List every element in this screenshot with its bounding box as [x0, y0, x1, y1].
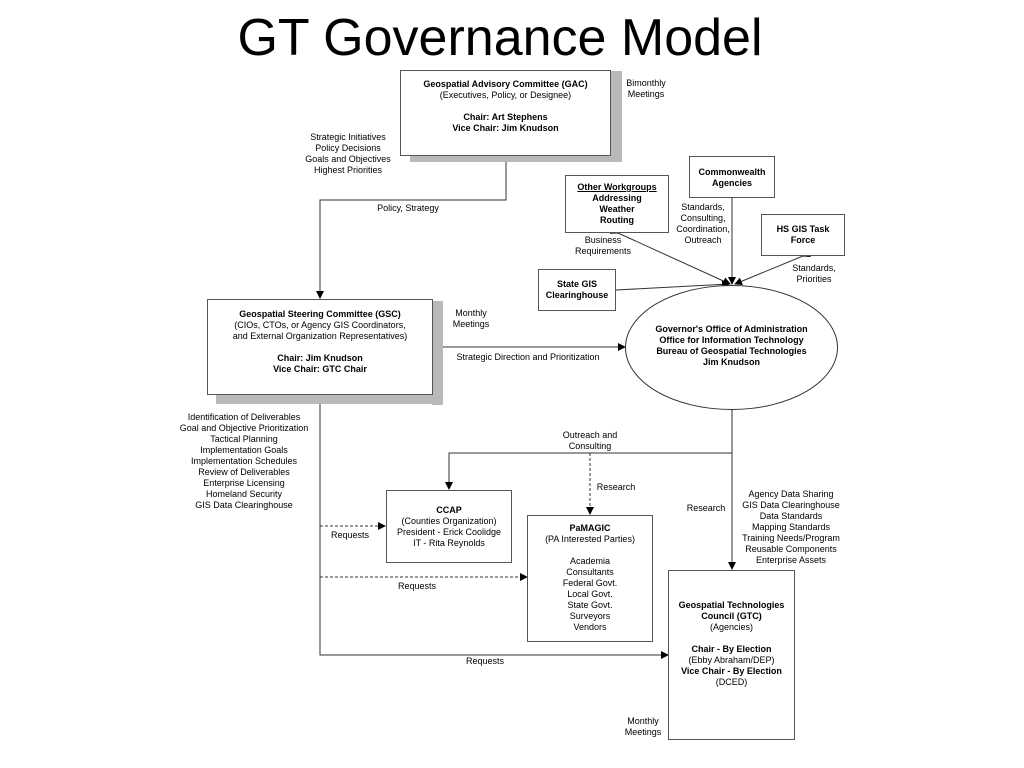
hsgis-note: Standards, Priorities [792, 263, 836, 284]
gsc-chair: Chair: Jim Knudson [277, 353, 363, 363]
commonwealth-agencies-box: Commonwealth Agencies [689, 156, 775, 198]
gsc-meetings: Monthly Meetings [452, 308, 490, 329]
pamagic-name: PaMAGIC [569, 523, 611, 533]
research-label-gtc: Research [686, 503, 726, 513]
strategic-direction-label: Strategic Direction and Prioritization [456, 352, 600, 362]
business-requirements-label: Business Requirements [574, 235, 632, 256]
other-workgroups-box: Other Workgroups Addressing Weather Rout… [565, 175, 669, 233]
ccap-name: CCAP [436, 505, 462, 515]
gtc-chair: Chair - By Election [691, 644, 772, 654]
gsc-name: Geospatial Steering Committee (GSC) [239, 309, 401, 319]
agency-items-list: Agency Data Sharing GIS Data Clearinghou… [742, 489, 840, 565]
governor-office-text: Governor's Office of Administration Offi… [655, 324, 808, 367]
gac-box-shadow [611, 71, 622, 161]
policy-strategy-label: Policy, Strategy [377, 203, 439, 213]
gac-chair: Chair: Art Stephens [463, 112, 548, 122]
hsgis-office-connector [734, 249, 811, 286]
gac-gsc-connector [316, 148, 510, 299]
research-label-pamagic: Research [596, 482, 636, 492]
state-gis-clearinghouse-box: State GIS Clearinghouse [538, 269, 616, 311]
gsc-box: Geospatial Steering Committee (GSC) (CIO… [207, 299, 433, 395]
gtc-vice-chair: Vice Chair - By Election [681, 666, 782, 676]
gac-name: Geospatial Advisory Committee (GAC) [423, 79, 588, 89]
governor-office-ellipse [625, 285, 838, 410]
gac-box: Geospatial Advisory Committee (GAC) (Exe… [400, 70, 611, 156]
gsc-vice-chair: Vice Chair: GTC Chair [273, 364, 367, 374]
gac-meetings: Bimonthly Meetings [626, 78, 666, 99]
outreach-consulting-label: Outreach and Consulting [562, 430, 618, 451]
workgroups-title: Other Workgroups [577, 182, 657, 192]
gsc-box-shadow [432, 301, 443, 405]
pamagic-box: PaMAGIC (PA Interested Parties) Academia… [527, 515, 653, 642]
gtc-name: Geospatial Technologies [678, 600, 785, 610]
gsc-gtc-connector [316, 388, 669, 659]
gac-box-shadow-bottom [410, 155, 622, 162]
gac-gsc-items: Strategic Initiatives Policy Decisions G… [305, 132, 391, 175]
gtc-meetings: Monthly Meetings [624, 716, 662, 737]
stategis-office-connector [608, 280, 730, 295]
gac-vice-chair: Vice Chair: Jim Knudson [452, 123, 559, 133]
requests-label-gtc: Requests [465, 656, 505, 666]
commonwealth-note: Standards, Consulting, Coordination, Out… [676, 202, 730, 245]
gac-members: (Executives, Policy, or Designee) [439, 90, 572, 100]
hs-gis-task-force-box: HS GIS Task Force [761, 214, 845, 256]
workgroups-office-connector [609, 226, 731, 285]
ccap-box: CCAP (Counties Organization) President -… [386, 490, 512, 563]
page-title: GT Governance Model [237, 9, 763, 67]
requests-label-ccap: Requests [330, 530, 370, 540]
gsc-box-shadow-bottom [216, 394, 443, 404]
gtc-box: Geospatial Technologies Council (GTC) (A… [668, 570, 795, 740]
requests-label-pamagic: Requests [397, 581, 437, 591]
gsc-items-list: Identification of Deliverables Goal and … [179, 412, 309, 510]
